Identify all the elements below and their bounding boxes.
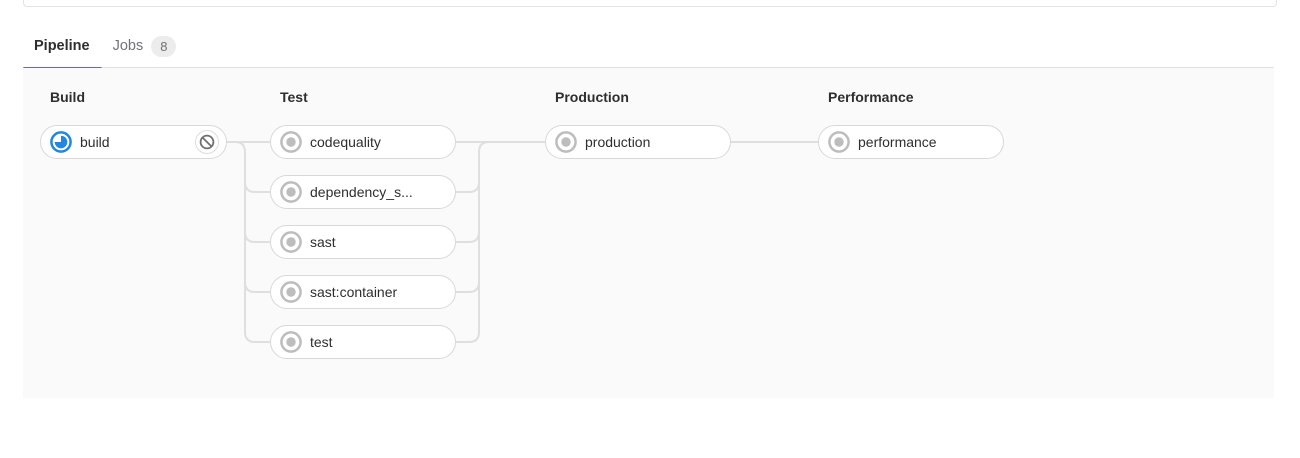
status-created-icon [280, 181, 302, 203]
job-pill[interactable]: dependency_s... [270, 175, 456, 209]
pipeline-card-bottom-edge [23, 0, 1277, 7]
tab-pipeline[interactable]: Pipeline [23, 25, 102, 70]
pipeline-connector-lines [227, 141, 818, 343]
job-pill[interactable]: test [270, 325, 456, 359]
status-running-icon [50, 131, 72, 153]
job-label: test [310, 334, 333, 350]
status-created-icon [280, 281, 302, 303]
job-pill[interactable]: codequality [270, 125, 456, 159]
status-created-icon [828, 131, 850, 153]
status-created-icon [280, 131, 302, 153]
status-created-icon [280, 331, 302, 353]
job-label: dependency_s... [310, 184, 413, 200]
stage-header-production: Production [555, 89, 629, 105]
tab-jobs[interactable]: Jobs 8 [102, 25, 189, 68]
job-pill[interactable]: performance [818, 125, 1004, 159]
status-created-icon [555, 131, 577, 153]
stage-header-test: Test [280, 89, 308, 105]
job-pill[interactable]: build [40, 125, 227, 159]
job-label: performance [858, 134, 937, 150]
stage-header-performance: Performance [828, 89, 914, 105]
tab-pipeline-label: Pipeline [34, 38, 90, 54]
job-pill[interactable]: sast:container [270, 275, 456, 309]
job-label: codequality [310, 134, 381, 150]
job-label: build [80, 134, 110, 150]
job-pill[interactable]: production [545, 125, 731, 159]
job-label: production [585, 134, 651, 150]
jobs-count-badge: 8 [151, 35, 177, 57]
job-label: sast:container [310, 284, 398, 300]
job-pill[interactable]: sast [270, 225, 456, 259]
status-created-icon [280, 231, 302, 253]
tab-jobs-label: Jobs [112, 38, 144, 54]
job-label: sast [310, 234, 336, 250]
ban-icon [199, 134, 215, 150]
cancel-job-button[interactable] [195, 130, 219, 154]
pipeline-tabs-nav: Pipeline Jobs 8 [23, 25, 1274, 70]
stage-header-build: Build [50, 89, 85, 105]
pipeline-graph: Build build Test codequality dependency_s...… [23, 68, 1274, 398]
